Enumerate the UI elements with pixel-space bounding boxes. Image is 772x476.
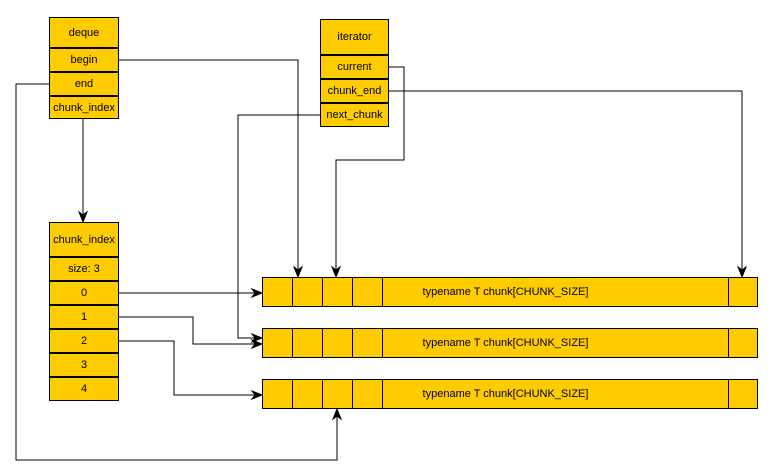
chunk-1-element-1 <box>292 328 323 358</box>
arrow-next-chunk-to-chunk-1 <box>237 114 320 344</box>
chunk-0-element-2 <box>322 277 353 307</box>
chunk-index-slot-0: 0 <box>49 281 119 305</box>
chunk-1-element-0 <box>262 328 293 358</box>
deque-field-begin: begin <box>49 48 119 72</box>
arrow-slot-0-to-chunk-0 <box>119 287 264 299</box>
arrow-end-to-chunk-2 <box>15 83 343 461</box>
deque-field-chunk-index: chunk_index <box>49 96 119 119</box>
arrow-chunk-end-to-chunk-0 <box>389 90 748 279</box>
iterator-title: iterator <box>320 19 389 55</box>
chunk-1-element-3 <box>352 328 383 358</box>
chunk-0-element-0 <box>262 277 293 307</box>
arrow-chunk-index-to-array <box>77 119 89 224</box>
iterator-field-next-chunk: next_chunk <box>320 103 389 127</box>
chunk-2-element-last <box>728 379 758 409</box>
chunk-0-element-3 <box>352 277 383 307</box>
chunk-index-slot-3: 3 <box>49 353 119 377</box>
arrow-slot-1-to-chunk-1 <box>119 316 264 350</box>
deque-field-end: end <box>49 72 119 96</box>
chunk-index-title: chunk_index <box>49 222 119 257</box>
chunk-1-body <box>382 328 729 358</box>
chunk-index-size: size: 3 <box>49 257 119 281</box>
chunk-1-element-last <box>728 328 758 358</box>
chunk-1-element-2 <box>322 328 353 358</box>
chunk-index-slot-1: 1 <box>49 305 119 329</box>
chunk-2-body <box>382 379 729 409</box>
chunk-0-label: typename T chunk[CHUNK_SIZE] <box>422 286 589 298</box>
iterator-field-chunk-end: chunk_end <box>320 79 389 103</box>
arrow-current-to-chunk-0 <box>330 66 405 279</box>
chunk-0-body <box>382 277 729 307</box>
arrow-slot-2-to-chunk-2 <box>119 340 264 401</box>
chunk-2-element-3 <box>352 379 383 409</box>
chunk-index-slot-4: 4 <box>49 377 119 401</box>
chunk-index-slot-2: 2 <box>49 329 119 353</box>
iterator-field-current: current <box>320 55 389 79</box>
arrow-begin-to-chunk-0 <box>119 59 304 279</box>
chunk-1-label: typename T chunk[CHUNK_SIZE] <box>422 337 589 349</box>
chunk-0-element-last <box>728 277 758 307</box>
deque-title: deque <box>49 17 119 48</box>
chunk-2-label: typename T chunk[CHUNK_SIZE] <box>422 388 589 400</box>
